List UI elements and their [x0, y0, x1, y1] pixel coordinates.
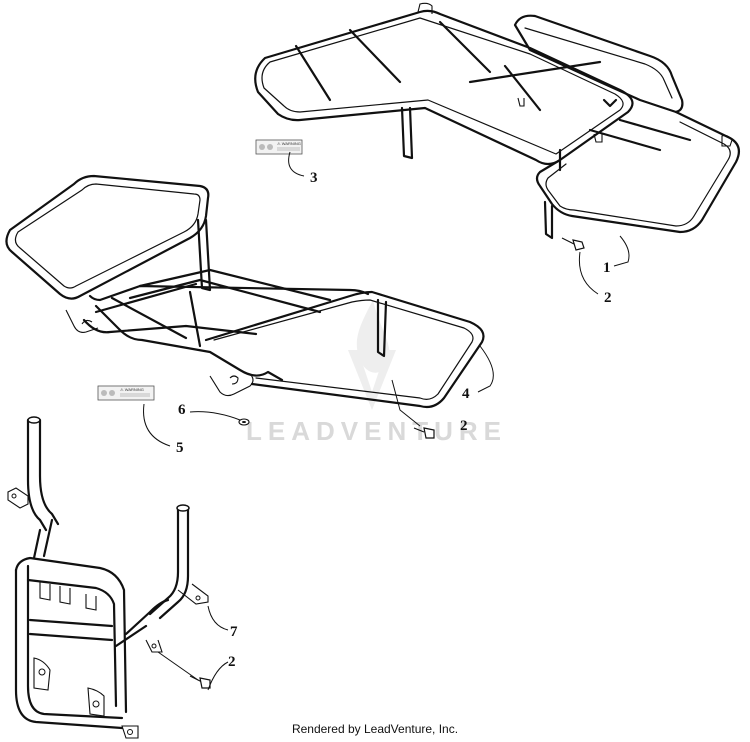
- callout-2-lower: 2: [228, 654, 236, 670]
- callout-4: 4: [462, 386, 470, 402]
- warning-decal-part-3[interactable]: ⚠ WARNING: [255, 139, 303, 155]
- callout-5: 5: [176, 440, 184, 456]
- callout-7: 7: [230, 624, 238, 640]
- callout-labels: 1 2 3 4 2 6 5 7 2: [176, 170, 612, 670]
- bolt-part-2-lower[interactable]: [189, 675, 211, 689]
- rear-rack-part-1[interactable]: [254, 2, 741, 240]
- callout-3: 3: [310, 170, 318, 186]
- front-rack-part-4[interactable]: [5, 174, 485, 409]
- callout-2-middle: 2: [460, 418, 468, 434]
- decal-heading: ⚠ WARNING: [120, 387, 144, 392]
- watermark-text: LEADVENTURE: [246, 416, 507, 446]
- bumper-bracket-part-7[interactable]: [7, 416, 209, 739]
- decal-heading: ⚠ WARNING: [277, 141, 301, 146]
- callout-6: 6: [178, 402, 186, 418]
- watermark-flame-icon: [348, 300, 396, 410]
- warning-decal-part-5[interactable]: ⚠ WARNING: [97, 385, 155, 401]
- washer-part-6[interactable]: [238, 418, 250, 426]
- leader-lines: [143, 151, 630, 691]
- bolt-part-2-middle[interactable]: [413, 427, 435, 439]
- bolt-part-2-upper[interactable]: [561, 237, 585, 251]
- callout-2-upper: 2: [604, 290, 612, 306]
- callout-1: 1: [603, 260, 611, 276]
- footer-credit: Rendered by LeadVenture, Inc.: [291, 722, 459, 736]
